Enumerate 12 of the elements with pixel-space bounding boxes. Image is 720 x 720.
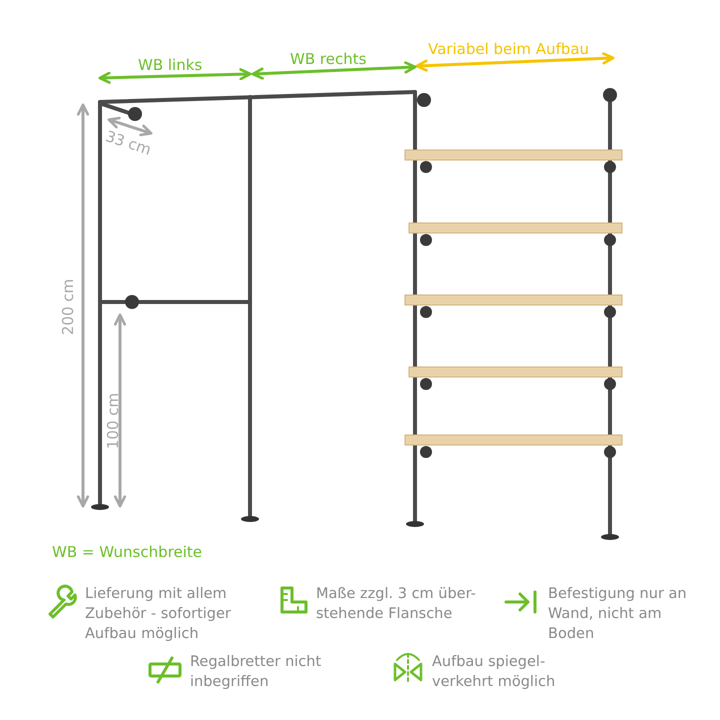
dimension-label: WB links <box>138 56 202 74</box>
feature-text: Lieferung mit allem Zubehör - sofortiger Aufbau möglich <box>85 585 232 644</box>
dimension-label: 33 cm <box>103 127 154 159</box>
dimension-label: WB rechts <box>290 50 366 68</box>
dimension-label: Variabel beim Aufbau <box>428 40 590 58</box>
feature-text: Maße zzgl. 3 cm über- stehende Flansche <box>316 585 477 624</box>
dimension-label: 200 cm <box>59 278 78 336</box>
legend-text: WB = Wunschbreite <box>52 543 202 561</box>
feature-text: Regalbretter nicht inbegriffen <box>190 653 322 692</box>
dimension-label: 100 cm <box>104 392 122 450</box>
feature-text: Aufbau spiegel- verkehrt möglich <box>432 653 556 692</box>
feature-text: Befestigung nur an Wand, nicht am Boden <box>548 585 688 644</box>
